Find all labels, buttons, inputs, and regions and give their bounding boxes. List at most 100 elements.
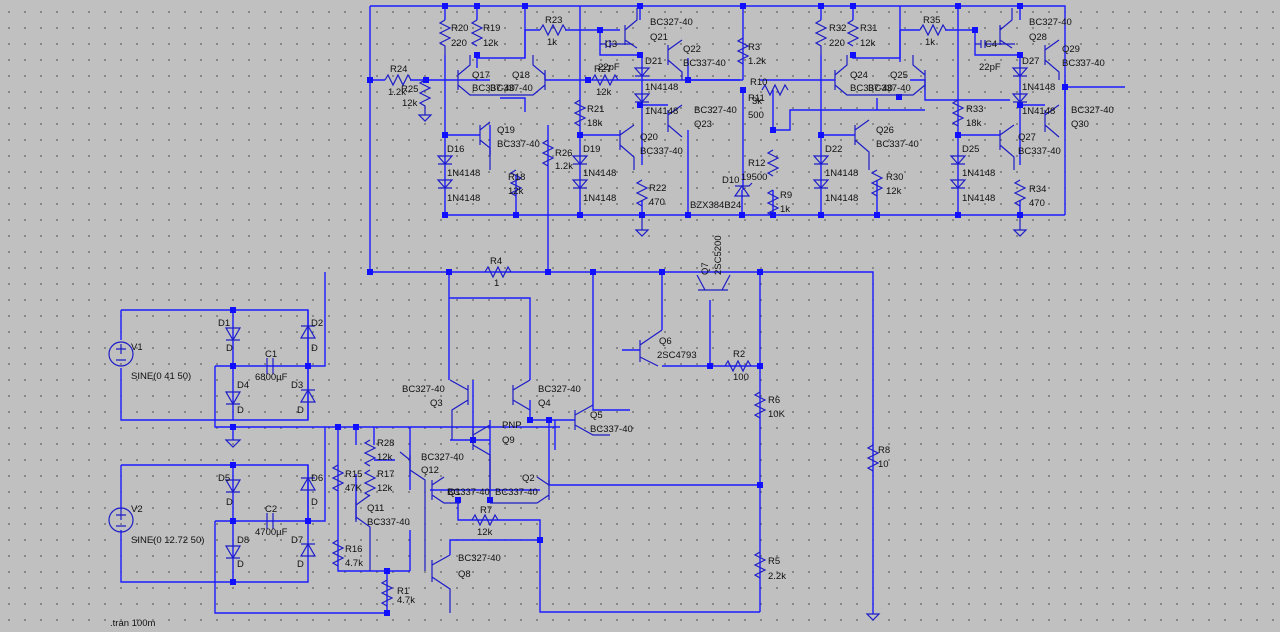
q24-value: BC337-40 [850, 83, 893, 94]
symbols [108, 8, 1060, 621]
q5-ref: Q5 [590, 410, 603, 421]
q21-ref: Q21 [650, 32, 668, 43]
r35-ref: R35 [923, 15, 940, 26]
r30-value: 12k [886, 186, 902, 197]
d7-value: D [297, 559, 304, 570]
r3-ref: R3 [748, 42, 760, 53]
q4-ref: Q4 [538, 398, 551, 409]
d16-value: 1N4148 [447, 193, 480, 204]
r18-value: 12k [508, 186, 524, 197]
wires [120, 5, 1125, 614]
q27-ref: Q27 [1018, 132, 1036, 143]
labels: V1 SINE(0 41 50) V2 SINE(0 12.72 50) .tr… [110, 15, 1114, 629]
q30-ref: Q30 [1071, 119, 1089, 130]
r31-ref: R31 [860, 23, 877, 34]
r23-value: 1k [547, 37, 557, 48]
r23-ref: R23 [545, 15, 562, 26]
d3-ref: D3 [291, 380, 303, 391]
r21-ref: R21 [587, 104, 604, 115]
d8-value: D [237, 559, 244, 570]
q9-ref: Q9 [502, 435, 515, 446]
r19-ref: R19 [483, 23, 500, 34]
r27-value: 12k [596, 87, 612, 98]
d4-ref: D4 [237, 380, 249, 391]
diode-symbols [224, 67, 1029, 560]
q2-value: BC337-40 [495, 487, 538, 498]
resistor-symbols [331, 19, 1027, 607]
r35-value: 1k [925, 37, 935, 48]
capacitor-symbols [266, 40, 1015, 529]
q17-value: BC337-40 [472, 83, 515, 94]
d6-ref: D6 [311, 473, 323, 484]
q12-value: BC327-40 [421, 452, 464, 463]
q23-value: BC327-40 [694, 105, 737, 116]
q24-ref: Q24 [850, 70, 868, 81]
r22-value: 470 [649, 197, 665, 208]
d24-value: 1N4148 [962, 168, 995, 179]
q29-ref: Q29 [1062, 44, 1080, 55]
d20-value: 1N4148 [645, 82, 678, 93]
r7-value: 12k [477, 527, 493, 538]
r11-value: 500 [748, 110, 764, 121]
d10-value: BZX384B24 [690, 200, 741, 211]
q1-value: BC337-40 [447, 487, 490, 498]
r26-value: 1.2k [555, 161, 573, 172]
r6-value: 10K [768, 409, 786, 420]
r12-value: 19500 [741, 172, 767, 183]
d19-ref: D19 [583, 144, 600, 155]
q11-value: BC337-40 [367, 517, 410, 528]
r31-value: 12k [860, 38, 876, 49]
r28-ref: R28 [377, 438, 394, 449]
q3-ref: Q3 [430, 398, 443, 409]
r8-ref: R8 [878, 445, 890, 456]
d21-value: 1N4148 [645, 106, 678, 117]
r20-ref: R20 [451, 23, 468, 34]
r17-ref: R17 [377, 469, 394, 480]
q7-value: 2SC5200 [713, 235, 724, 275]
q5-value: BC337-40 [590, 424, 633, 435]
r24-value: 1.2k [388, 87, 406, 98]
d27-ref: D27 [1022, 56, 1039, 67]
q4-value: BC327-40 [538, 384, 581, 395]
d27-value: 1N4148 [1022, 106, 1055, 117]
q3-value: BC327-40 [402, 384, 445, 395]
d22-ref: D22 [825, 144, 842, 155]
r34-value: 470 [1029, 198, 1045, 209]
d5-ref: D5 [218, 473, 230, 484]
ground-symbols [224, 114, 1028, 621]
v1-ref: V1 [131, 342, 143, 353]
q26-value: BC337-40 [876, 139, 919, 150]
d16-ref: D16 [447, 144, 464, 155]
r2-value: 100 [733, 372, 749, 383]
q28-value: BC327-40 [1029, 17, 1072, 28]
q29-value: BC337-40 [1062, 58, 1105, 69]
q18-ref: Q18 [512, 70, 530, 81]
q9-value: PNP [502, 420, 522, 431]
q1-ref: Q1 [448, 487, 461, 498]
c3-value: 22pF [598, 62, 620, 73]
r22-ref: R22 [649, 183, 666, 194]
d1-value: D [226, 343, 233, 354]
voltage-source-symbols [108, 341, 134, 533]
c2-value: 4700µF [255, 527, 288, 538]
r16-value: 4.7k [345, 558, 363, 569]
q28-ref: Q28 [1029, 32, 1047, 43]
d25-ref: D25 [962, 144, 979, 155]
r4-ref: R4 [490, 256, 502, 267]
resistor-symbols-horizontal [384, 23, 947, 527]
r33-ref: R33 [966, 104, 983, 115]
q20-value: BC337-40 [640, 146, 683, 157]
r9-ref: R9 [780, 190, 792, 201]
r5-value: 2.2k [768, 571, 786, 582]
q19-ref: Q19 [497, 125, 515, 136]
r18-ref: R18 [508, 172, 525, 183]
r1-value: 4.7k [397, 595, 415, 606]
r28-value: 12k [377, 452, 393, 463]
r3-value: 1.2k [748, 56, 766, 67]
r2-ref: R2 [733, 349, 745, 360]
v2-ref: V2 [131, 504, 143, 515]
q21-value: BC327-40 [650, 17, 693, 28]
r32-value: 220 [829, 38, 845, 49]
q23-ref: Q23 [694, 119, 712, 130]
